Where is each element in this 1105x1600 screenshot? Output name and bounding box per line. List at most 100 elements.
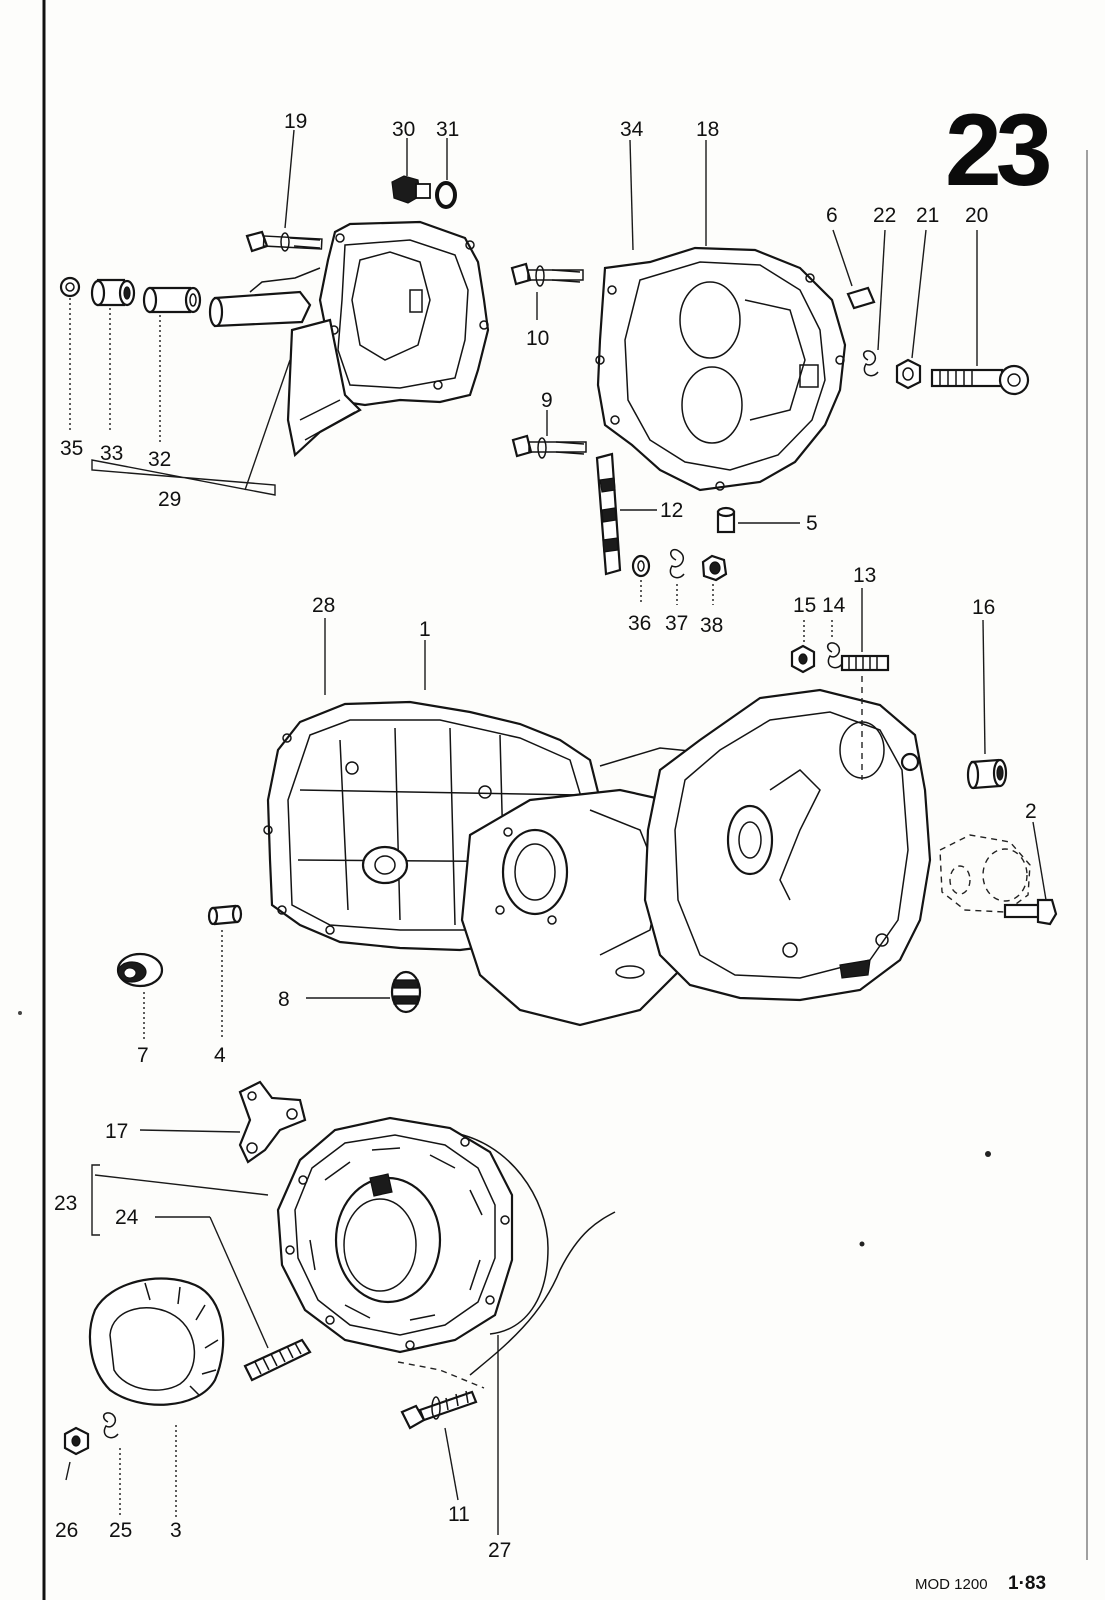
- front-cover-inner: [624, 261, 826, 471]
- bracket-ribs: [299, 399, 356, 441]
- stud-13: [840, 654, 890, 672]
- front-end-cover-group: [276, 1116, 549, 1354]
- callout-36: 36: [628, 612, 651, 635]
- callout-30: 30: [392, 118, 415, 141]
- washer-36: [631, 554, 651, 578]
- callout-3: 3: [170, 1519, 182, 1542]
- callout-26: 26: [55, 1519, 78, 1542]
- bolt-11: [400, 1390, 478, 1430]
- bell-mount-boss: [900, 752, 920, 772]
- flange-hole: [433, 380, 443, 390]
- callout-4: 4: [214, 1044, 226, 1067]
- callout-31: 31: [436, 118, 459, 141]
- callout-9: 9: [541, 389, 553, 412]
- callout-25: 25: [109, 1519, 132, 1542]
- mount-8: [390, 970, 422, 1014]
- shift-linkage: [249, 267, 321, 293]
- front-end-cover-rim: [294, 1134, 496, 1336]
- callout-11: 11: [448, 1503, 470, 1526]
- callout-24: 24: [115, 1206, 139, 1229]
- cap-35: [59, 276, 81, 298]
- gearbox-ribs-vertical: [339, 727, 506, 926]
- callout-38: 38: [700, 614, 723, 637]
- gearbox-case-group: [263, 688, 932, 1027]
- callout-5: 5: [806, 512, 818, 535]
- front-cover-bore-lower: [681, 366, 743, 444]
- callout-10: 10: [526, 327, 549, 350]
- lockwasher-25: [102, 1412, 119, 1439]
- bolt-2: [1003, 898, 1058, 926]
- washer-31: [435, 181, 457, 209]
- dowel-6: [846, 286, 876, 310]
- callout-21: 21: [916, 204, 939, 227]
- plate-number: 23: [945, 93, 1050, 207]
- bolt-9: [511, 434, 587, 459]
- shift-housing-inner-rim: [337, 239, 469, 389]
- nut-15: [790, 644, 816, 674]
- spring-24: [243, 1338, 312, 1382]
- callout-2: 2: [1025, 800, 1037, 823]
- callout-1: 1: [419, 618, 431, 641]
- callout-17: 17: [105, 1120, 128, 1143]
- callout-7: 7: [137, 1044, 149, 1067]
- lockwasher-22: [862, 350, 879, 377]
- bracket-23: [91, 1164, 100, 1236]
- callout-29: 29: [158, 488, 181, 511]
- flange-hole: [465, 240, 475, 250]
- front-cover-rib: [744, 299, 806, 421]
- nut-21: [895, 358, 922, 390]
- callout-13: 13: [853, 564, 876, 587]
- front-cover-bore-upper: [679, 281, 741, 359]
- bolt-19: [245, 230, 323, 253]
- gearbox-mid-bore: [501, 828, 569, 916]
- callout-12: 12: [660, 499, 683, 522]
- bell-housing-bore: [726, 804, 774, 876]
- callout-27: 27: [488, 1539, 511, 1562]
- shift-shaft-end: [208, 296, 224, 328]
- callout-14: 14: [822, 594, 846, 617]
- shift-housing-bore: [351, 251, 431, 361]
- bracket-29: [91, 459, 276, 496]
- nut-26: [63, 1426, 90, 1456]
- bell-housing-outer: [643, 688, 932, 1002]
- sleeve-16: [966, 758, 1008, 790]
- callout-37: 37: [665, 612, 688, 635]
- callout-28: 28: [312, 594, 335, 617]
- callout-23: 23: [54, 1192, 77, 1215]
- bolt-10: [510, 262, 584, 287]
- gearbox-side-boss: [361, 845, 409, 885]
- callout-19: 19: [284, 110, 307, 133]
- assembly-path-11: [397, 1361, 485, 1389]
- callout-32: 32: [148, 448, 171, 471]
- lockwasher-37: [669, 548, 685, 579]
- shift-housing-group: [208, 220, 490, 458]
- flange-hole: [479, 320, 489, 330]
- callout-20: 20: [965, 204, 988, 227]
- flange-hole: [335, 233, 345, 243]
- cover-2-dashed: [939, 834, 1031, 913]
- plug-30: [391, 175, 431, 204]
- front-cover-group: [595, 246, 847, 492]
- bushing-33: [90, 278, 136, 307]
- dowel-4: [207, 904, 243, 926]
- assembly-line: [469, 1211, 616, 1376]
- bell-housing-inner: [674, 711, 909, 979]
- shift-shaft: [213, 290, 312, 328]
- shift-slot: [409, 289, 423, 313]
- footer-model: MOD 1200: [915, 1576, 988, 1593]
- stud-20: [930, 364, 1030, 396]
- callout-34: 34: [620, 118, 644, 141]
- callout-35: 35: [60, 437, 83, 460]
- nut-38: [701, 554, 728, 582]
- callout-33: 33: [100, 442, 123, 465]
- dowel-5: [716, 506, 736, 534]
- callout-18: 18: [696, 118, 719, 141]
- lockwasher-14: [826, 642, 843, 669]
- bell-housing-web: [769, 769, 821, 901]
- footer-page: 1·83: [1008, 1573, 1046, 1594]
- mount-7: [116, 952, 164, 988]
- callout-15: 15: [793, 594, 816, 617]
- bushing-32: [142, 286, 202, 314]
